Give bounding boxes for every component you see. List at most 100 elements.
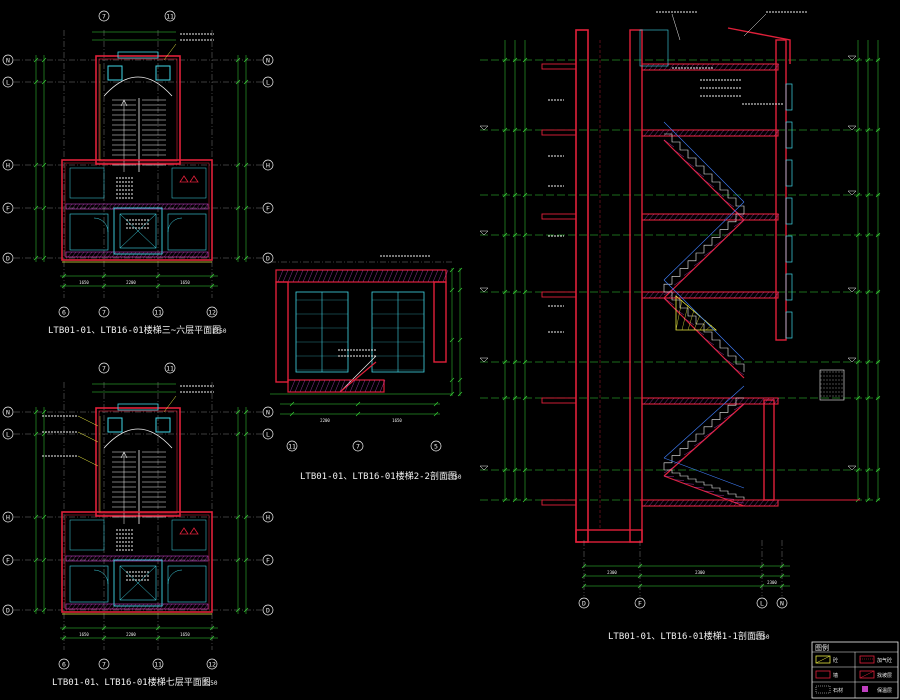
slab-hatch	[663, 129, 670, 137]
ground-hatch	[344, 379, 351, 393]
bottom-axis-bubble-label: 5	[434, 443, 438, 451]
leader-line	[77, 431, 99, 443]
bottom-axis-bubble-circle	[756, 597, 768, 609]
dimension-tick	[209, 625, 215, 631]
slab-hatch	[758, 129, 765, 137]
left-axis-bubble-label: D	[6, 255, 10, 263]
slab-hatch	[673, 213, 680, 221]
slab-hatch	[733, 397, 740, 405]
hatch-stroke	[187, 603, 193, 610]
dimension-tick	[457, 337, 463, 343]
stair-hatch	[703, 430, 715, 438]
bottom-axis-bubble-circle	[58, 306, 70, 318]
legend-label-0: 砼	[833, 657, 838, 664]
leader-line	[163, 395, 177, 413]
ground-hatch	[329, 379, 336, 393]
level-marker	[847, 125, 857, 131]
slab-hatch	[347, 269, 354, 283]
dimension-tick	[289, 401, 295, 407]
dimension-tick	[865, 359, 871, 365]
hatch-stroke	[71, 603, 77, 610]
hatch-stroke	[151, 603, 157, 610]
hatch-stroke	[203, 203, 209, 210]
fire-equipment-mark	[179, 527, 189, 535]
hatch-stroke	[147, 251, 153, 258]
slab-hatch	[688, 63, 695, 71]
slab-hatch	[307, 269, 314, 283]
dimension-tick	[41, 205, 47, 211]
stair-hatch	[713, 239, 725, 247]
right-axis-bubble-circle	[262, 54, 274, 66]
dimension-tick	[235, 57, 241, 63]
slab-hatch	[663, 213, 670, 221]
bottom-axis-bubble-circle	[152, 306, 164, 318]
bottom-dim-label: 1650	[392, 418, 402, 423]
right-axis-bubble-label: L	[266, 431, 270, 439]
left-axis-bubble-circle	[2, 554, 14, 566]
hatch-stroke	[175, 603, 181, 610]
hatch-stroke	[87, 203, 93, 210]
dimension-tick	[243, 409, 249, 415]
hatch-stroke	[79, 251, 85, 258]
bottom-axis-bubble-circle	[430, 440, 442, 452]
legend-swatch-concrete	[815, 655, 831, 664]
dimension-tick	[522, 289, 528, 295]
slab-hatch	[382, 269, 389, 283]
slab-hatch	[758, 397, 765, 405]
bottom-dim-label: 1650	[180, 632, 190, 637]
slab-hatch	[763, 499, 770, 507]
dimension-tick	[875, 127, 881, 133]
hatch-stroke	[91, 203, 97, 210]
dimension-tick	[101, 273, 107, 279]
left-axis-bubble-circle	[2, 406, 14, 418]
cut-hatch	[693, 314, 701, 331]
slab-hatch	[648, 291, 655, 299]
slab-hatch	[708, 291, 715, 299]
left-axis-bubble-label: H	[6, 162, 10, 170]
hatch-stroke	[107, 251, 113, 258]
slab-hatch	[758, 499, 765, 507]
left-axis-bubble-circle	[2, 604, 14, 616]
hatch-stroke	[155, 251, 161, 258]
slab-hatch	[753, 397, 760, 405]
slab-hatch	[763, 291, 770, 299]
elevator-shaft	[113, 559, 163, 607]
slab-hatch	[292, 269, 299, 283]
slab-hatch	[658, 63, 665, 71]
stair-hatch	[683, 317, 695, 326]
stair-hatch	[723, 357, 735, 366]
handrail	[663, 121, 745, 203]
slab-hatch	[683, 63, 690, 71]
dimension-tick	[522, 232, 528, 238]
bottom-axis-bubble-label: 7	[102, 661, 106, 669]
dimension-tick	[449, 267, 455, 273]
leader-line	[77, 415, 99, 427]
slab-hatch	[673, 129, 680, 137]
slab-hatch	[282, 269, 289, 283]
slab-hatch	[432, 269, 439, 283]
slab-hatch	[678, 291, 685, 299]
slab-hatch	[748, 213, 755, 221]
hatch-stroke	[115, 251, 121, 258]
dimension-tick	[243, 162, 249, 168]
slab-hatch	[718, 291, 725, 299]
left-axis-bubble-label: F	[6, 557, 10, 565]
left-floor-slab	[541, 213, 577, 220]
hatch-stroke	[147, 603, 153, 610]
leader-line	[671, 13, 681, 41]
plan-upper-scale: 1:50	[212, 328, 227, 335]
hatch-stroke	[175, 555, 181, 562]
hatch-stroke	[111, 203, 117, 210]
slab-hatch	[327, 269, 334, 283]
hatch-stroke	[95, 603, 101, 610]
dimension-tick	[355, 411, 361, 417]
slab-hatch	[693, 213, 700, 221]
bottom-axis-bubble-circle	[206, 306, 218, 318]
dimension-tick	[522, 127, 528, 133]
slab-hatch	[723, 291, 730, 299]
slab-hatch	[773, 129, 780, 137]
left-axis-bubble-circle	[2, 252, 14, 264]
cut-hatch	[681, 304, 689, 331]
